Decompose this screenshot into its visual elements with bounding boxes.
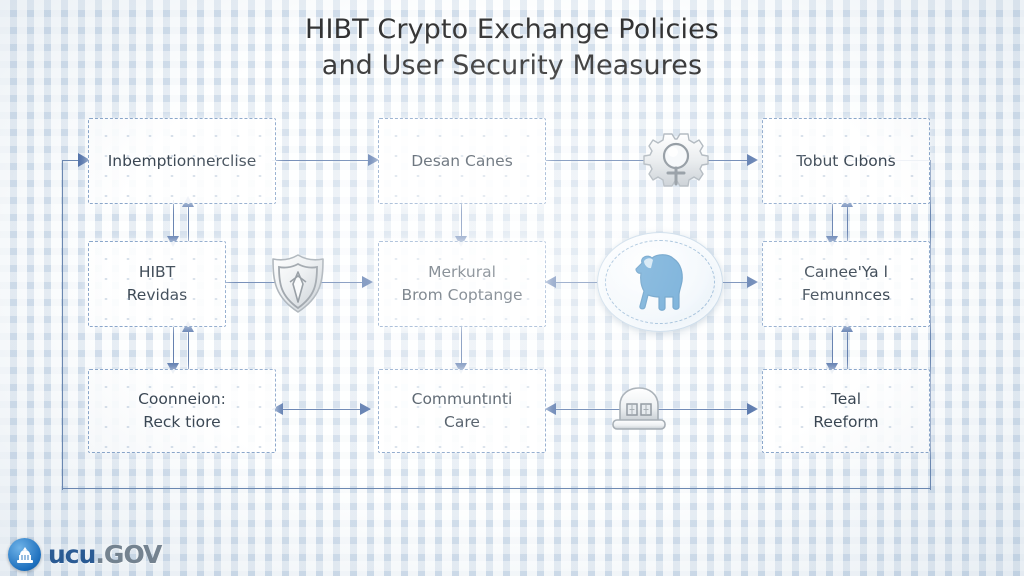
watermark-suffix: .GOV <box>95 540 162 569</box>
node-top-right[interactable]: Tobut Cıbons <box>762 118 930 204</box>
node-mid-right-line-1: Caınee'Ya l <box>804 263 888 281</box>
connector-bc-br-arrowhead-left-icon <box>545 402 556 415</box>
node-bottom-center[interactable]: Communtınti Care <box>378 369 546 453</box>
node-top-left[interactable]: Inbemptionnerclise <box>88 118 276 204</box>
node-bottom-center-line-2: Care <box>444 413 480 431</box>
connector-mc-mr-arrowhead-left-icon <box>545 275 556 288</box>
watermark-name: ucu <box>48 540 96 569</box>
node-mid-left[interactable]: HIBT Revidas <box>88 241 226 327</box>
page-title: HIBT Crypto Exchange Policies and User S… <box>0 12 1024 84</box>
node-mid-right-line-2: Femunnces <box>801 286 891 304</box>
node-top-right-line-1: Tobut Cıbons <box>796 151 896 170</box>
node-bottom-left-line-2: Reck tiore <box>143 413 221 431</box>
capitol-logo-icon <box>8 538 41 571</box>
shield-icon <box>268 252 328 320</box>
gear-magnifier-icon <box>640 128 712 198</box>
feedback-rail-right <box>930 160 931 490</box>
node-bottom-right-line-1: Teal <box>830 390 862 408</box>
building-dome-icon <box>608 385 670 437</box>
node-top-left-line-1: Inbemptionnerclise <box>107 151 257 170</box>
connector-mc-mr-arrowhead-right-icon <box>747 275 758 288</box>
connector-bc-br-arrowhead-right-icon <box>747 402 758 415</box>
connector-tl-tc <box>272 160 370 161</box>
title-line-2: and User Security Measures <box>321 50 703 81</box>
title-line-1: HIBT Crypto Exchange Policies <box>305 14 719 45</box>
connector-tc-tr-arrowhead-icon <box>747 153 758 166</box>
node-mid-center[interactable]: Merkural Brom Coptange <box>378 241 546 327</box>
node-mid-left-line-2: Revidas <box>126 286 188 304</box>
animal-emblem-icon <box>597 232 723 332</box>
node-mid-right[interactable]: Caınee'Ya l Femunnces <box>762 241 930 327</box>
connector-bc-bl-arrowhead-right-icon <box>360 402 371 415</box>
node-bottom-center-line-1: Communtınti <box>411 390 513 408</box>
feedback-rail-left <box>62 160 63 490</box>
node-bottom-left-line-1: Coonneion: <box>138 390 226 408</box>
node-mid-left-line-1: HIBT <box>138 263 176 281</box>
connector-bc-bl <box>272 409 370 410</box>
connector-ml-mc-arrowhead-icon <box>362 275 373 288</box>
node-bottom-right[interactable]: Teal Reeform <box>762 369 930 453</box>
feedback-rail-bottom <box>62 488 930 489</box>
node-top-center-line-1: Desan Canes <box>411 151 513 170</box>
node-bottom-left[interactable]: Coonneion: Reck tiore <box>88 369 276 453</box>
node-top-center[interactable]: Desan Canes <box>378 118 546 204</box>
node-bottom-right-line-2: Reeform <box>813 413 879 431</box>
node-mid-center-line-2: Brom Coptange <box>401 286 523 304</box>
watermark-logo: ucu.GOV <box>8 538 162 571</box>
node-mid-center-line-1: Merkural <box>428 263 496 281</box>
watermark-text: ucu.GOV <box>48 540 162 569</box>
